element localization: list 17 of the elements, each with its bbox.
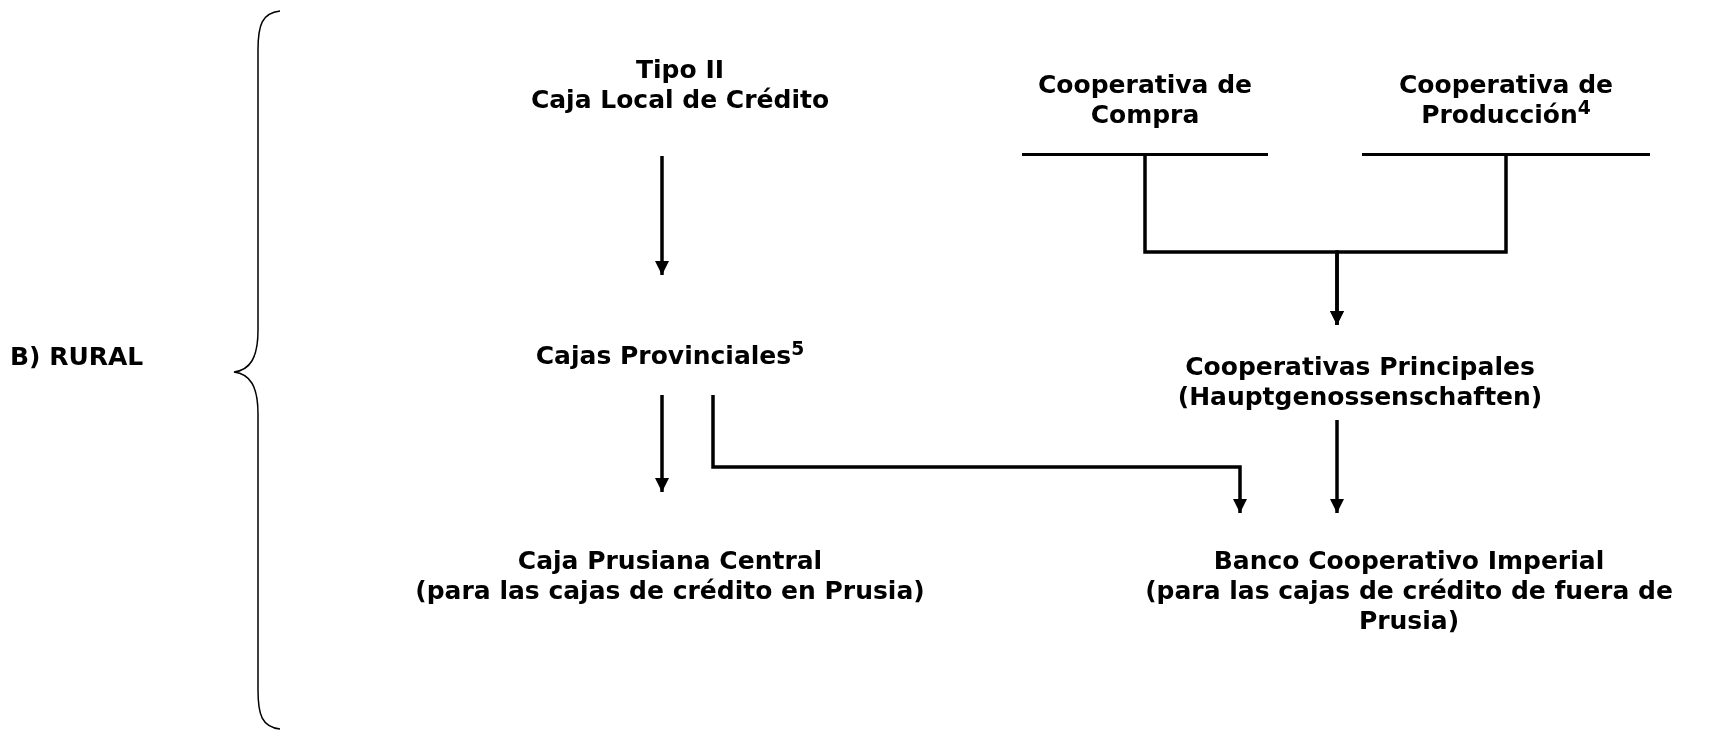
node-label: Cajas Provinciales$^{5}$: [535, 341, 805, 371]
node-label: (para las cajas de crédito en Prusia): [415, 576, 925, 606]
node-label: B) RURAL: [10, 342, 144, 372]
arrow: [1330, 420, 1344, 513]
arrow: [655, 395, 669, 492]
node-label: Cooperativa de Producción$^{4}$: [1398, 70, 1614, 130]
arrow: [711, 395, 1247, 513]
node-label: Cooperativas Principales: [1185, 352, 1535, 382]
arrow: [1330, 156, 1508, 325]
node-label: (Hauptgenossenschaften): [1177, 382, 1543, 412]
node-label: Caja Local de Crédito: [530, 85, 830, 115]
node-label: (para las cajas de crédito de fuera de Prusia): [1144, 576, 1674, 636]
node-label: Cooperativa de Compra: [1037, 70, 1253, 130]
arrow: [655, 156, 669, 275]
node-label: Caja Prusiana Central: [517, 546, 823, 576]
node-label: Tipo II: [636, 55, 724, 85]
node-label: Banco Cooperativo Imperial: [1213, 546, 1605, 576]
